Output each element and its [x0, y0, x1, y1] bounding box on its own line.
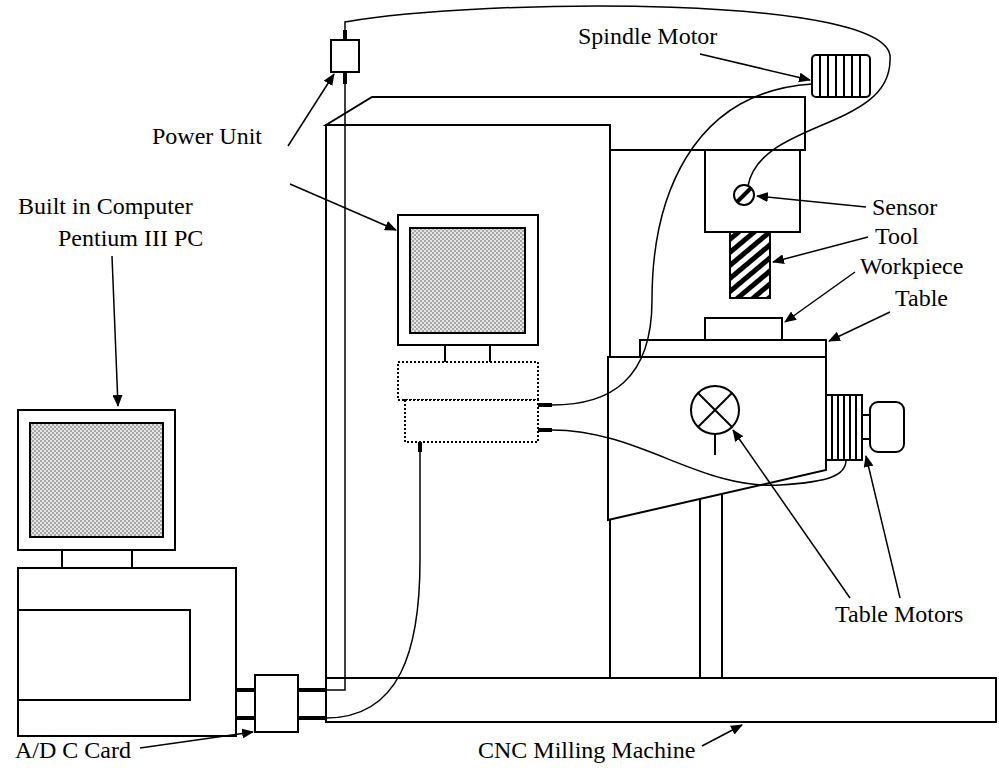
computer-box [405, 400, 538, 442]
leader-lines [112, 54, 900, 748]
motor-circle [691, 386, 739, 434]
leader-arrow [757, 196, 866, 207]
leader-arrow [733, 430, 850, 598]
plug-stub [298, 716, 326, 720]
monitor-screen [30, 423, 163, 537]
part-label: Pentium III PC [58, 224, 203, 252]
monitor-stand [444, 345, 446, 362]
motor-rib [831, 395, 833, 460]
part-label: A/D C Card [15, 736, 131, 764]
leader-arrow [112, 256, 118, 406]
leader-arrow [866, 456, 900, 598]
monitor-stand [61, 550, 63, 568]
part-label: Built in Computer [18, 192, 193, 220]
motor-shaft [862, 415, 870, 439]
leader-arrow [140, 732, 253, 748]
pc-case [18, 568, 236, 736]
part-label: Power Unit [152, 122, 262, 150]
power-box [331, 40, 359, 72]
computer-box [398, 362, 538, 400]
motor-rib [835, 55, 837, 97]
monitor-screen [410, 228, 525, 333]
card-box [255, 675, 298, 732]
workpiece-block [705, 318, 782, 340]
machine-body [326, 97, 996, 722]
power-wire [326, 84, 345, 690]
table-motor-side [826, 395, 904, 460]
motor-cross [698, 393, 732, 427]
wires [326, 6, 890, 718]
sensor-wire [345, 6, 890, 186]
leader-arrow [773, 237, 868, 262]
part-label: Table Motors [835, 600, 963, 628]
cutting-tool [730, 232, 770, 298]
plug-stub [343, 30, 347, 40]
motor-rib [849, 395, 851, 460]
spindle-head [705, 150, 800, 232]
leader-arrow [829, 312, 890, 341]
post-line [721, 494, 723, 678]
part-label: Spindle Motor [578, 22, 717, 50]
table-motor-x [691, 386, 739, 455]
leader-arrow [288, 74, 334, 146]
motor-cross [698, 393, 732, 427]
sensor-stroke [737, 188, 751, 202]
monitor-frame [398, 215, 538, 345]
plug-stub [298, 688, 326, 692]
leader-arrow [700, 54, 810, 80]
motor-body [812, 55, 870, 97]
motor-stem [714, 434, 716, 455]
motor-rib [859, 55, 861, 97]
part-label: Workpiece [860, 252, 963, 280]
machine-knee [608, 357, 826, 520]
part-label: Sensor [872, 193, 937, 221]
plug-stub [538, 428, 552, 432]
motor-rib [855, 395, 857, 460]
machine-column [326, 125, 610, 678]
motor-rib [843, 395, 845, 460]
motor-handle [870, 402, 904, 452]
part-label: Table [895, 284, 948, 312]
plug-stub [236, 716, 255, 720]
spindle-motor [812, 55, 870, 97]
monitor-stand [489, 345, 491, 362]
plug-stub [343, 72, 347, 84]
part-label: CNC Milling Machine [478, 736, 695, 764]
monitor-stand [131, 550, 133, 568]
plug-stub [538, 403, 552, 407]
monitor-frame [18, 410, 175, 550]
motor-rib [837, 395, 839, 460]
pentium-pc [18, 410, 255, 736]
motor-rib [851, 55, 853, 97]
motor-rib [819, 55, 821, 97]
leader-arrow [290, 184, 396, 230]
spindle-wire [552, 84, 812, 405]
sensor-circle [734, 185, 754, 205]
leader-arrow [785, 272, 855, 322]
post-line [699, 498, 701, 678]
motor-rib [843, 55, 845, 97]
power-unit [331, 30, 359, 84]
plug-stub [236, 688, 255, 692]
motor-body [826, 395, 862, 460]
leader-arrow [702, 725, 742, 746]
motor-rib [827, 55, 829, 97]
machine-table [640, 340, 826, 357]
ad-card [255, 675, 326, 732]
machine-base [326, 678, 996, 722]
sensor-symbol [734, 185, 754, 205]
plug-stub [418, 442, 422, 452]
table-motor-wire [552, 430, 846, 485]
pc-drive [18, 610, 190, 700]
card-wire [326, 452, 420, 718]
part-label: Tool [875, 222, 919, 250]
builtin-computer [398, 215, 552, 452]
